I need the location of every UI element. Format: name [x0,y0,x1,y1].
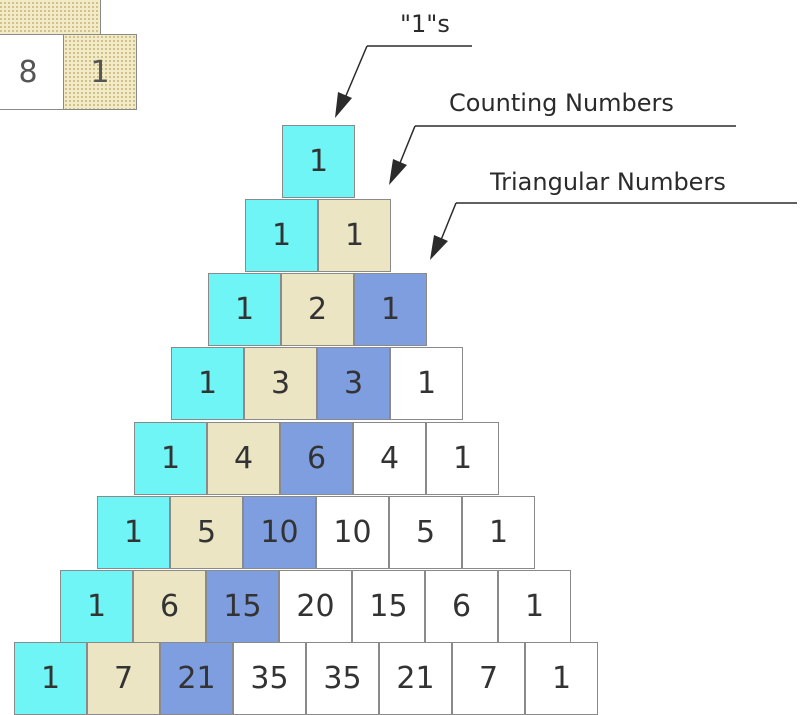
fragment-cell-1-value: 1 [90,54,110,90]
cell-value: 6 [159,588,180,624]
cell-r5-c3: 10 [316,496,389,569]
cell-value: 2 [307,291,328,327]
ones-arrow-shaft [344,45,368,99]
cell-r1-c1: 1 [318,199,391,272]
cell-r5-c4: 5 [389,496,462,569]
cell-value: 35 [323,660,362,696]
cell-r6-c6: 1 [498,570,571,643]
cell-value: 21 [396,660,435,696]
cell-r3-c3: 1 [390,347,463,420]
cell-r3-c0: 1 [171,347,244,420]
cell-r3-c1: 3 [244,347,317,420]
cell-value: 20 [296,588,335,624]
cell-r2-c2: 1 [354,273,427,346]
cell-r7-c2: 21 [160,642,233,715]
cell-r7-c5: 21 [379,642,452,715]
cell-value: 5 [196,514,217,550]
cell-value: 1 [416,365,437,401]
cell-value: 1 [234,291,255,327]
cell-r4-c3: 4 [353,422,426,495]
cell-value: 6 [306,440,327,476]
cell-r4-c2: 6 [280,422,353,495]
cell-value: 1 [344,217,365,253]
cell-value: 1 [197,365,218,401]
cell-value: 4 [379,440,400,476]
cell-value: 1 [160,440,181,476]
cell-r5-c2: 10 [243,496,316,569]
fragment-cell-8-value: 8 [18,54,38,90]
label-counting-numbers: Counting Numbers [449,89,674,117]
cell-value: 1 [380,291,401,327]
cell-value: 1 [123,514,144,550]
cell-value: 4 [233,440,254,476]
ones-arrowhead [335,92,352,118]
cell-r3-c2: 3 [317,347,390,420]
cell-value: 3 [343,365,364,401]
cell-value: 35 [250,660,289,696]
fragment-top-value: 1 [40,0,59,8]
cell-r5-c0: 1 [97,496,170,569]
triangular-arrowhead [430,235,448,260]
cell-r2-c0: 1 [208,273,281,346]
cell-r7-c7: 1 [525,642,598,715]
cell-value: 5 [415,514,436,550]
cell-r6-c2: 15 [206,570,279,643]
counting-arrowhead [389,159,407,185]
cell-value: 1 [308,143,329,179]
cell-r6-c1: 6 [133,570,206,643]
fragment-cell-8: 8 [0,34,64,110]
cell-r5-c1: 5 [170,496,243,569]
cell-value: 10 [260,514,299,550]
cell-value: 1 [524,588,545,624]
label-ones: "1"s [400,10,450,38]
cell-r7-c0: 1 [14,642,87,715]
cell-value: 1 [551,660,572,696]
cell-r7-c3: 35 [233,642,306,715]
cell-value: 7 [478,660,499,696]
cell-value: 1 [86,588,107,624]
cell-r4-c4: 1 [426,422,499,495]
fragment-top-cell: 1 [0,0,101,35]
cell-value: 1 [488,514,509,550]
cell-r5-c5: 1 [462,496,535,569]
cell-value: 7 [113,660,134,696]
cell-r4-c1: 4 [207,422,280,495]
cell-value: 21 [177,660,216,696]
counting-arrow-shaft [399,125,416,164]
cell-value: 6 [451,588,472,624]
cell-value: 15 [369,588,408,624]
cell-value: 10 [333,514,372,550]
cell-r7-c6: 7 [452,642,525,715]
label-triangular-numbers: Triangular Numbers [490,168,726,196]
cell-value: 1 [40,660,61,696]
triangular-arrow-shaft [440,202,457,241]
cell-r6-c3: 20 [279,570,352,643]
cell-r0-c0: 1 [282,125,355,198]
cell-r6-c0: 1 [60,570,133,643]
cell-r6-c4: 15 [352,570,425,643]
cell-value: 15 [223,588,262,624]
cell-r7-c1: 7 [87,642,160,715]
cell-r7-c4: 35 [306,642,379,715]
cell-r6-c5: 6 [425,570,498,643]
cell-value: 1 [452,440,473,476]
cell-r1-c0: 1 [245,199,318,272]
fragment-cell-1: 1 [63,34,137,110]
cell-r2-c1: 2 [281,273,354,346]
cell-value: 1 [271,217,292,253]
cell-value: 3 [270,365,291,401]
cell-r4-c0: 1 [134,422,207,495]
